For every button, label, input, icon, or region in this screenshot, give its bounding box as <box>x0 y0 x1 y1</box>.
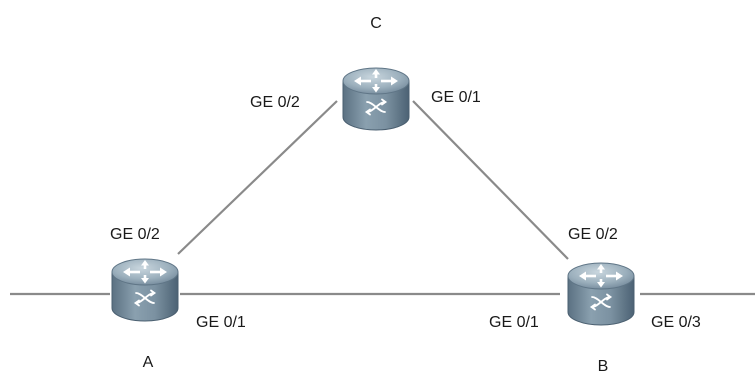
port-label-c-ge02: GE 0/2 <box>250 94 300 111</box>
router-c-label: C <box>370 15 382 32</box>
router-a[interactable] <box>111 258 179 322</box>
port-label-b-ge02: GE 0/2 <box>568 226 618 243</box>
port-label-b-ge03: GE 0/3 <box>651 314 701 331</box>
router-a-label: A <box>143 354 154 371</box>
port-label-a-ge01: GE 0/1 <box>196 314 246 331</box>
router-icon <box>567 262 635 326</box>
router-icon <box>342 67 410 131</box>
link-c-b <box>412 100 569 260</box>
router-c[interactable] <box>342 67 410 131</box>
port-label-a-ge02: GE 0/2 <box>110 226 160 243</box>
router-icon <box>111 258 179 322</box>
port-label-b-ge01: GE 0/1 <box>489 314 539 331</box>
link-c-a <box>177 100 338 255</box>
router-b[interactable] <box>567 262 635 326</box>
router-b-label: B <box>598 358 609 371</box>
port-label-c-ge01: GE 0/1 <box>431 89 481 106</box>
